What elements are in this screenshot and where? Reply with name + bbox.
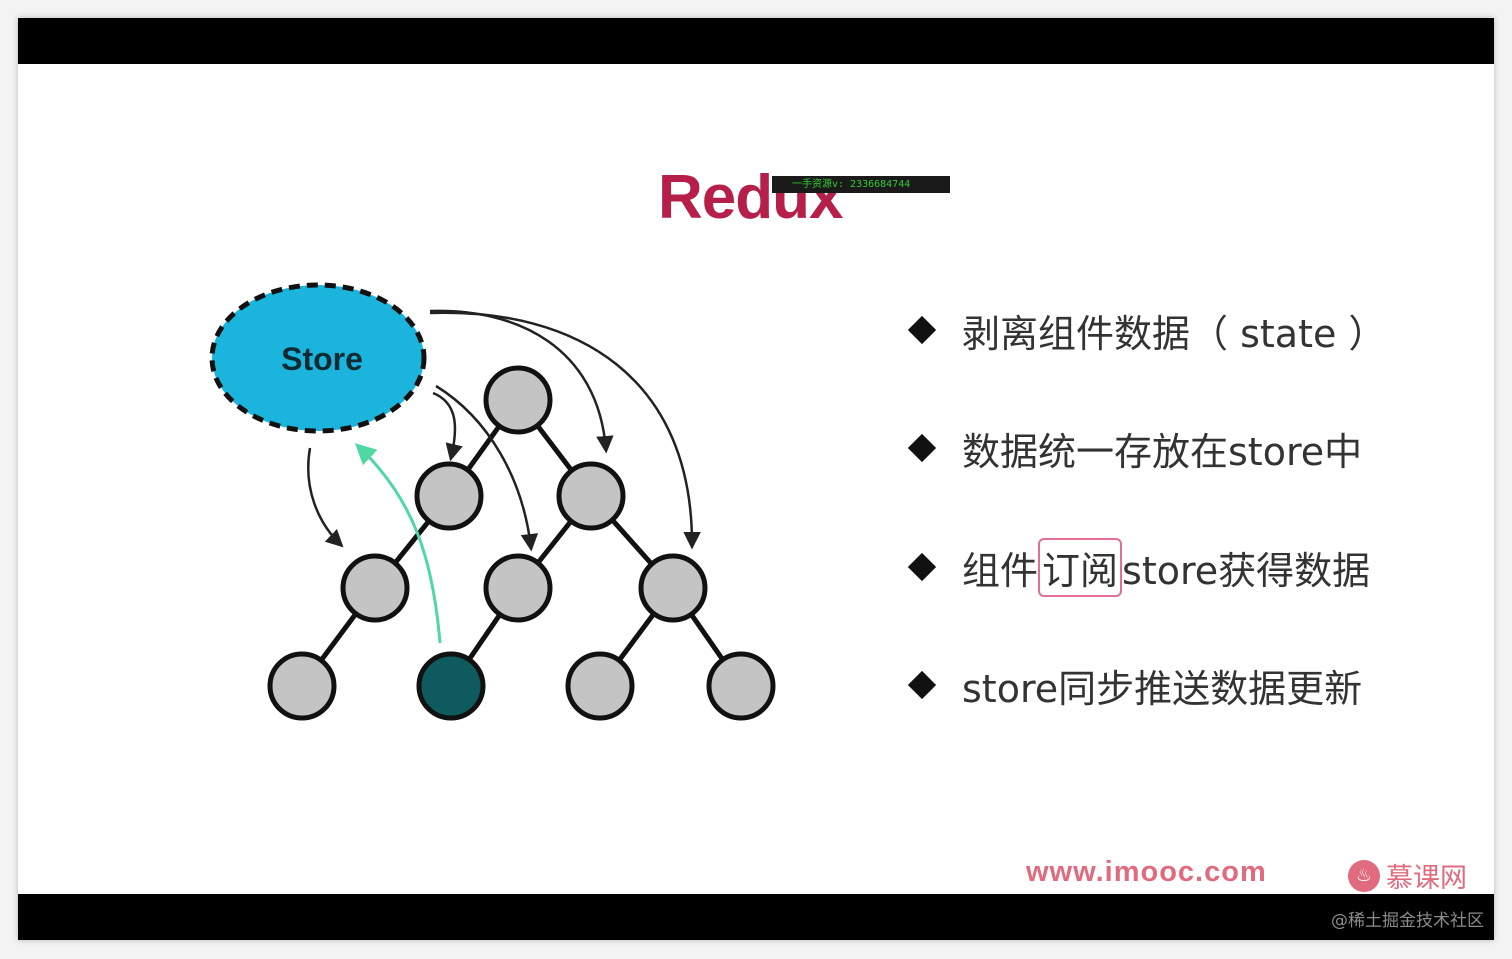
tree-node <box>706 651 776 721</box>
bullet-item: store同步推送数据更新 <box>906 655 1362 715</box>
tree-node <box>638 553 708 623</box>
diamond-bullet-icon <box>907 315 937 345</box>
brand-logo: ♨ 慕课网 <box>1348 856 1467 895</box>
bullet-item: 剥离组件数据（ state ） <box>906 300 1386 360</box>
tree-node <box>340 553 410 623</box>
tree-node-root <box>483 365 553 435</box>
diamond-bullet-icon <box>907 670 937 700</box>
slide-title: Redux <box>658 163 843 232</box>
site-url: www.imooc.com <box>1026 856 1267 888</box>
tree-node <box>414 461 484 531</box>
component-tree-diagram: Store <box>209 282 776 721</box>
letterbox-top <box>18 18 1494 64</box>
watermark-credit: @稀土掘金技术社区 <box>1331 911 1484 931</box>
flame-icon: ♨ <box>1348 859 1380 892</box>
tree-node-active <box>416 651 486 721</box>
bullet-text: 数据统一存放在store中 <box>962 429 1363 474</box>
diamond-bullet-icon <box>907 433 937 463</box>
bullet-text: 剥离组件数据（ state ） <box>962 311 1387 356</box>
diamond-bullet-icon <box>907 552 937 582</box>
store-to-node-arrow <box>429 311 701 550</box>
tree-node <box>556 461 626 531</box>
tree-node <box>267 651 337 721</box>
store-ellipse <box>209 282 427 434</box>
highlighted-term: 订阅 <box>1038 537 1123 597</box>
letterbox-bottom: @稀土掘金技术社区 <box>18 894 1494 940</box>
bullet-item: 数据统一存放在store中 <box>906 418 1362 478</box>
bullet-text: store同步推送数据更新 <box>962 666 1363 711</box>
tree-node <box>483 553 553 623</box>
slide-frame: Redux 一手资源v: 2336684744 <box>18 18 1494 940</box>
store-label: Store <box>281 341 363 377</box>
subscribe-arrows <box>307 309 701 552</box>
logo-text: 慕课网 <box>1386 863 1467 894</box>
bullet-text: store获得数据 <box>1122 548 1371 593</box>
bullet-text: 组件 <box>962 548 1039 593</box>
dispatch-arrow <box>354 443 442 644</box>
tree-nodes <box>267 365 776 721</box>
store-to-node-arrow <box>307 447 344 548</box>
store-to-node-arrow <box>435 384 539 552</box>
overlay-banner: 一手资源v: 2336684744 <box>772 176 950 193</box>
store-to-node-arrow <box>432 391 463 462</box>
tree-node <box>565 651 635 721</box>
